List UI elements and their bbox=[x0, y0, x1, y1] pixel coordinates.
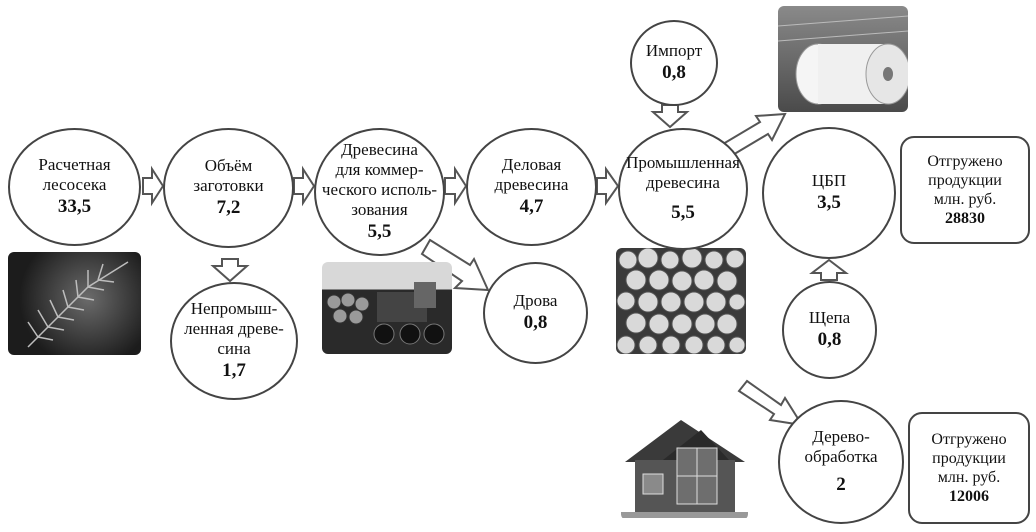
pulp-shipped-value: 28830 bbox=[945, 209, 985, 227]
cutting-area-label-1: Расчетная bbox=[38, 155, 111, 174]
commercial-label-2: для коммер- bbox=[335, 160, 424, 179]
non-industrial-label-3: сина bbox=[217, 339, 251, 358]
pulp-shipped-label-1: Отгружено bbox=[927, 152, 1003, 170]
fir-branch-photo bbox=[8, 252, 141, 355]
non-industrial-value: 1,7 bbox=[222, 360, 246, 381]
pulp-shipped-label-2: продукции bbox=[928, 171, 1002, 189]
node-business-wood: Деловая древесина 4,7 bbox=[466, 128, 597, 246]
industrial-label-1: Промышленная bbox=[626, 153, 740, 172]
harvest-label-1: Объём bbox=[204, 156, 253, 175]
wood-shipped-label-2: продукции bbox=[932, 449, 1006, 467]
node-industrial-wood: Промышленная древесина 5,5 bbox=[618, 128, 748, 250]
house-icon bbox=[621, 420, 748, 518]
pulp-mill-label: ЦБП bbox=[811, 171, 847, 190]
woodworking-label-1: Дерево- bbox=[812, 427, 870, 446]
log-loader-icon bbox=[326, 282, 445, 345]
chips-value: 0,8 bbox=[817, 329, 842, 350]
industrial-label-2: древесина bbox=[646, 173, 720, 192]
node-woodworking: Дерево- обработка 2 bbox=[778, 400, 904, 524]
firewood-label: Дрова bbox=[513, 291, 558, 310]
woodworking-label-2: обработка bbox=[804, 447, 878, 466]
business-label-1: Деловая bbox=[501, 155, 562, 174]
paper-roll-photo bbox=[778, 6, 908, 112]
log-loader-photo bbox=[322, 262, 452, 354]
node-firewood: Дрова 0,8 bbox=[483, 262, 588, 364]
commercial-value: 5,5 bbox=[367, 221, 392, 242]
pulp-shipped-label-3: млн. руб. bbox=[933, 190, 997, 208]
pulp-mill-value: 3,5 bbox=[817, 192, 841, 213]
log-pile-photo bbox=[616, 248, 746, 354]
commercial-label-1: Древесина bbox=[341, 140, 418, 159]
box-wood-shipped: Отгружено продукции млн. руб. 12006 bbox=[908, 412, 1030, 524]
commercial-label-4: зования bbox=[351, 200, 408, 219]
fir-branch-icon bbox=[27, 261, 129, 348]
wood-shipped-label-3: млн. руб. bbox=[937, 468, 1001, 486]
firewood-value: 0,8 bbox=[523, 312, 548, 333]
wood-shipped-value: 12006 bbox=[949, 487, 989, 505]
arrow-business-to-industrial bbox=[596, 165, 620, 207]
node-commercial-wood: Древесина для коммер- ческого исполь- зо… bbox=[314, 128, 445, 256]
chips-label: Щепа bbox=[808, 308, 851, 327]
node-cutting-area: Расчетная лесосека 33,5 bbox=[8, 128, 141, 246]
arrow-harvest-to-nonindustrial bbox=[210, 258, 250, 283]
harvest-value: 7,2 bbox=[216, 197, 241, 218]
arrow-industrial-to-paper bbox=[721, 112, 787, 158]
arrow-import-to-industrial bbox=[650, 104, 690, 129]
harvest-label-2: заготовки bbox=[193, 176, 264, 195]
commercial-label-3: ческого исполь- bbox=[321, 180, 438, 199]
node-pulp-mill: ЦБП 3,5 bbox=[762, 127, 896, 259]
non-industrial-label-2: ленная древе- bbox=[184, 319, 284, 338]
box-pulp-shipped: Отгружено продукции млн. руб. 28830 bbox=[900, 136, 1030, 244]
arrow-commercial-to-firewood bbox=[420, 238, 490, 292]
node-chips: Щепа 0,8 bbox=[782, 281, 877, 379]
log-ends-icon bbox=[616, 248, 746, 354]
arrow-commercial-to-business bbox=[444, 165, 468, 207]
paper-roll-icon bbox=[778, 15, 908, 105]
arrow-chips-to-pulp bbox=[809, 258, 849, 281]
non-industrial-label-1: Непромыш- bbox=[190, 299, 278, 318]
arrow-logs-to-woodworking bbox=[737, 379, 805, 427]
industrial-value: 5,5 bbox=[671, 202, 695, 223]
woodworking-value: 2 bbox=[836, 474, 846, 495]
business-value: 4,7 bbox=[519, 196, 544, 217]
cutting-area-label-2: лесосека bbox=[42, 175, 107, 194]
arrow-cutting-to-harvest bbox=[142, 165, 165, 207]
business-label-2: древесина bbox=[494, 175, 569, 194]
node-harvest: Объём заготовки 7,2 bbox=[163, 128, 294, 248]
wooden-house-photo bbox=[621, 412, 748, 520]
import-value: 0,8 bbox=[662, 62, 686, 83]
node-non-industrial: Непромыш- ленная древе- сина 1,7 bbox=[170, 282, 298, 400]
import-label: Импорт bbox=[645, 41, 703, 60]
arrow-harvest-to-commercial bbox=[293, 165, 316, 207]
cutting-area-value: 33,5 bbox=[57, 196, 92, 217]
wood-shipped-label-1: Отгружено bbox=[931, 430, 1007, 448]
node-import: Импорт 0,8 bbox=[630, 20, 718, 106]
